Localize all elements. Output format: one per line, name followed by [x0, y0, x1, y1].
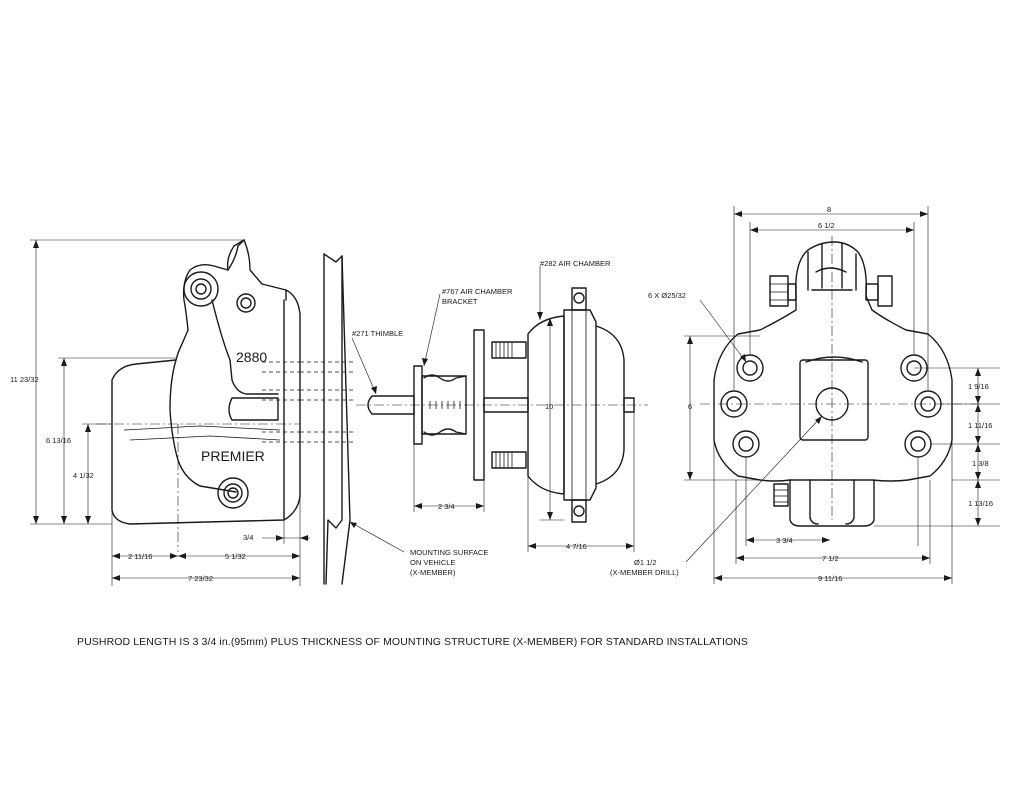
- bracket-label-2: BRACKET: [442, 297, 478, 306]
- drill-label-1: Ø1 1/2: [634, 558, 657, 567]
- mounting-surface: MOUNTING SURFACE ON VEHICLE (X-MEMBER): [300, 253, 488, 585]
- chamber-depth: 4 7/16: [566, 542, 587, 551]
- mounting-label-3: (X-MEMBER): [410, 568, 456, 577]
- front-view: [700, 236, 980, 527]
- dim-v4: 1 13/16: [968, 499, 993, 508]
- dim-hole-span-top: 6 1/2: [818, 221, 835, 230]
- brand-stamp: PREMIER: [201, 448, 265, 464]
- dim-width-top: 8: [827, 205, 831, 214]
- chamber-diameter: 10: [545, 402, 553, 411]
- dim-overall-width-bottom: 9 11/16: [818, 574, 842, 583]
- dim-overall-width: 7 23/32: [188, 574, 213, 583]
- mounting-label-1: MOUNTING SURFACE: [410, 548, 488, 557]
- dim-flange: 3/4: [243, 533, 253, 542]
- dim-offset-left: 2 11/16: [128, 552, 152, 561]
- front-view-dimensions: 8 6 1/2 6 X Ø25/32 6 1 9/16: [610, 205, 1000, 584]
- dim-v2: 1 11/16: [968, 421, 992, 430]
- bracket-depth: 2 3/4: [438, 502, 455, 511]
- chamber-label: #282 AIR CHAMBER: [540, 259, 611, 268]
- dim-height-low: 4 1/32: [73, 471, 94, 480]
- dim-v1: 1 9/16: [968, 382, 989, 391]
- pintle-hook-side-view: 2880 PREMIER: [96, 239, 301, 552]
- side-view-dimensions: 11 23/32 6 13/16 4 1/32 3/4 2 11/16 5 1/…: [10, 239, 310, 586]
- bracket-label-1: #767 AIR CHAMBER: [442, 287, 513, 296]
- hole-callout: 6 X Ø25/32: [648, 291, 686, 300]
- thimble-label: #271 THIMBLE: [352, 329, 403, 338]
- drill-label-2: (X-MEMBER DRILL): [610, 568, 679, 577]
- dim-width-bottom: 7 1/2: [822, 554, 839, 563]
- dim-overall-height: 11 23/32: [10, 375, 39, 384]
- dim-v3: 1 3/8: [972, 459, 989, 468]
- model-stamp: 2880: [236, 349, 267, 365]
- dim-height-mid: 6 13/16: [46, 436, 71, 445]
- mounting-label-2: ON VEHICLE: [410, 558, 455, 567]
- dim-offset-right: 5 1/32: [225, 552, 246, 561]
- pushrod-note: PUSHROD LENGTH IS 3 3/4 in.(95mm) PLUS T…: [77, 636, 749, 648]
- air-chamber-assembly: #271 THIMBLE #767 AIR CHAMBER BRACKET #2…: [351, 259, 648, 552]
- dim-hole-span-bottom: 3 3/4: [776, 536, 793, 545]
- dim-height: 6: [688, 402, 692, 411]
